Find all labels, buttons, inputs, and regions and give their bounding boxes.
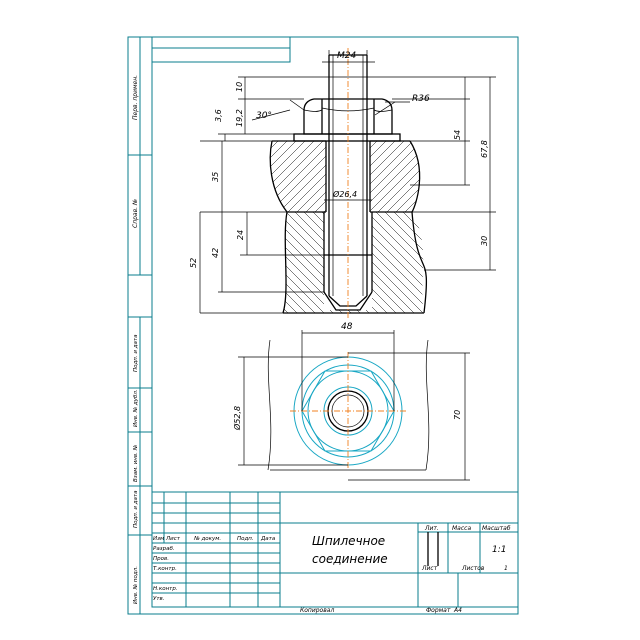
hatch-line — [283, 212, 307, 313]
side-label-podp1: Подп. и дата — [133, 334, 139, 372]
hatch-line — [432, 141, 503, 212]
hatch-line — [493, 212, 594, 313]
hatch-line — [283, 212, 298, 313]
tb-list: Лист — [165, 536, 181, 542]
side-label-sprav: Справ. № — [132, 199, 139, 228]
dim-m24: M24 — [337, 51, 356, 61]
tb-masshtab: Масштаб — [482, 525, 511, 532]
tb-ndok: № докум. — [193, 536, 221, 542]
side-label-podp2: Подп. и дата — [133, 490, 139, 528]
hatch-line — [402, 212, 424, 313]
side-label-perv: Перв. примен. — [132, 75, 139, 120]
dim-30-deg: 30° — [256, 111, 272, 121]
hatch-line — [441, 141, 512, 212]
hatch-line — [270, 141, 324, 212]
top-view — [267, 339, 430, 471]
footer-format-value: А4 — [453, 607, 462, 614]
hatch-line — [366, 212, 424, 313]
tb-utv: Утв. — [153, 596, 165, 602]
hatch-line — [270, 141, 288, 212]
tb-podp: Подп. — [237, 536, 254, 542]
dim-52: 52 — [189, 258, 198, 268]
hatch-line — [270, 141, 297, 212]
dim-19-2: 19,2 — [235, 109, 244, 127]
hatch-line — [413, 141, 420, 212]
hatch-line — [486, 141, 557, 212]
hatch-line — [511, 212, 612, 313]
side-label-invpodl: Инв. № подл. — [133, 566, 139, 604]
footer-kopiroval: Копировал — [300, 607, 334, 614]
hatch-line — [283, 212, 316, 313]
hatch-line — [420, 212, 424, 313]
hatch-line — [395, 141, 420, 212]
hatch-line — [270, 141, 306, 212]
top-dimensions: 48 Ø52,8 70 — [232, 322, 470, 481]
front-dimensions: M24 R36 10 19,2 3,6 35 42 24 52 30° Ø26,… — [189, 50, 496, 314]
hatch-line — [468, 141, 539, 212]
hatch-line — [357, 212, 424, 313]
tb-nkontr: Н.контр. — [153, 586, 178, 592]
tb-listov-value: 1 — [504, 565, 508, 572]
tb-lit: Лит. — [424, 525, 439, 532]
hatch-line — [283, 212, 289, 313]
tb-data: Дата — [260, 536, 276, 542]
tb-title-line2: соединение — [312, 552, 388, 566]
tb-izm: Изм — [153, 536, 164, 542]
bottom-part-hatch — [169, 212, 639, 313]
dim-dia-52-8: Ø52,8 — [232, 406, 242, 431]
left-sidebar: Перв. примен. Справ. № Подп. и дата Инв.… — [128, 36, 152, 615]
hatch-line — [411, 212, 424, 313]
footer-format: Формат — [426, 607, 451, 614]
dim-70: 70 — [453, 410, 462, 420]
tb-title-line1: Шпилечное — [312, 534, 385, 548]
hatch-line — [270, 141, 315, 212]
tb-prov: Пров. — [153, 556, 169, 562]
hatch-line — [495, 141, 566, 212]
dim-3-6: 3,6 — [214, 109, 223, 122]
hatch-line — [169, 212, 270, 313]
tb-massa: Масса — [452, 525, 471, 532]
hatch-line — [393, 212, 424, 313]
hatch-line — [430, 212, 531, 313]
hatch-line — [198, 141, 269, 212]
hatch-line — [459, 141, 530, 212]
tb-tkontr: Т.контр. — [153, 566, 177, 572]
hatch-line — [189, 141, 260, 212]
side-label-vzam: Взам. инв. № — [133, 444, 139, 482]
dim-10: 10 — [235, 82, 244, 92]
dim-54: 54 — [453, 130, 462, 140]
hatch-line — [377, 141, 420, 212]
hatch-line — [538, 212, 639, 313]
hatch-line — [448, 212, 549, 313]
hatch-line — [283, 212, 325, 313]
hatch-line — [502, 212, 603, 313]
dim-42: 42 — [211, 248, 220, 258]
dim-35: 35 — [211, 172, 220, 182]
tb-scale-value: 1:1 — [492, 545, 506, 555]
side-label-invdubl: Инв. № дубл. — [133, 389, 139, 427]
top-plate-hatch — [189, 141, 566, 212]
hatch-line — [368, 141, 420, 212]
dim-dia-26-4: Ø26,4 — [332, 189, 357, 199]
hatch-line — [484, 212, 585, 313]
hatch-line — [466, 212, 567, 313]
hatch-line — [439, 212, 540, 313]
footer: Копировал Формат А4 — [300, 607, 462, 614]
tb-listov-label: Листов — [461, 565, 485, 572]
title-block: Изм Лист № докум. Подп. Дата Разраб. Про… — [151, 491, 519, 608]
hatch-line — [457, 212, 558, 313]
tb-razrab: Разраб. — [153, 546, 175, 552]
hatch-line — [384, 212, 424, 313]
dim-67-8: 67,8 — [480, 140, 489, 158]
tb-list-label: Лист — [421, 565, 438, 572]
dim-48: 48 — [341, 322, 353, 332]
hatch-line — [375, 212, 424, 313]
hatch-line — [529, 212, 630, 313]
dim-30: 30 — [480, 236, 489, 246]
hatch-line — [386, 141, 420, 212]
hatch-line — [520, 212, 621, 313]
hatch-line — [283, 212, 334, 313]
dim-24: 24 — [236, 230, 245, 240]
